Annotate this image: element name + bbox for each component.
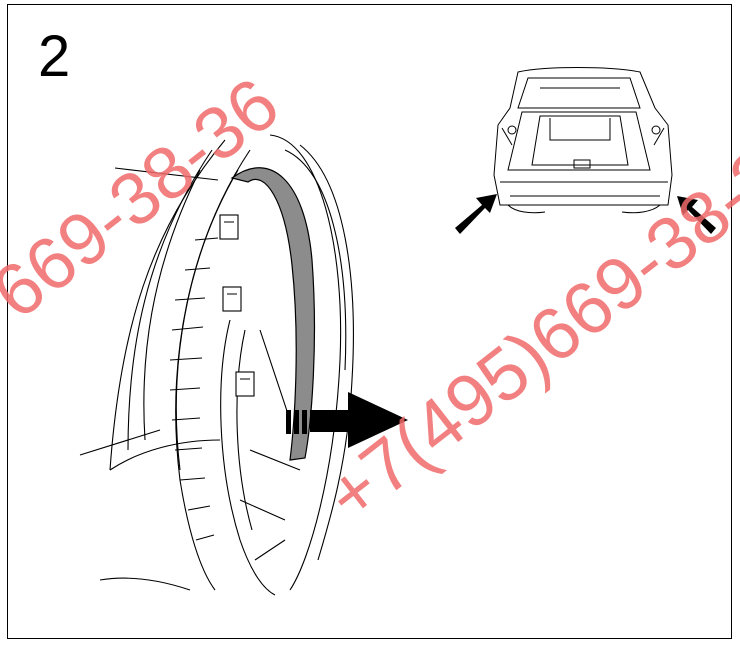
wheel-arch-flare — [230, 167, 316, 461]
watermark-right: +7(495)669-38-36 — [311, 106, 740, 537]
leader-line — [114, 167, 219, 181]
wheel-arch-detail — [79, 134, 354, 596]
step-number: 2 — [38, 24, 71, 89]
clip-2 — [222, 286, 242, 312]
arrow-icon — [286, 392, 408, 448]
clip-3 — [235, 371, 255, 397]
instruction-panel — [7, 4, 732, 639]
pointer-arrow-right — [677, 196, 716, 234]
pointer-arrow-left — [455, 194, 497, 234]
car-rear-icon — [493, 67, 673, 214]
clip-1 — [219, 214, 239, 240]
watermark: 669-38-36 +7(495)669-38-36 — [0, 61, 740, 537]
